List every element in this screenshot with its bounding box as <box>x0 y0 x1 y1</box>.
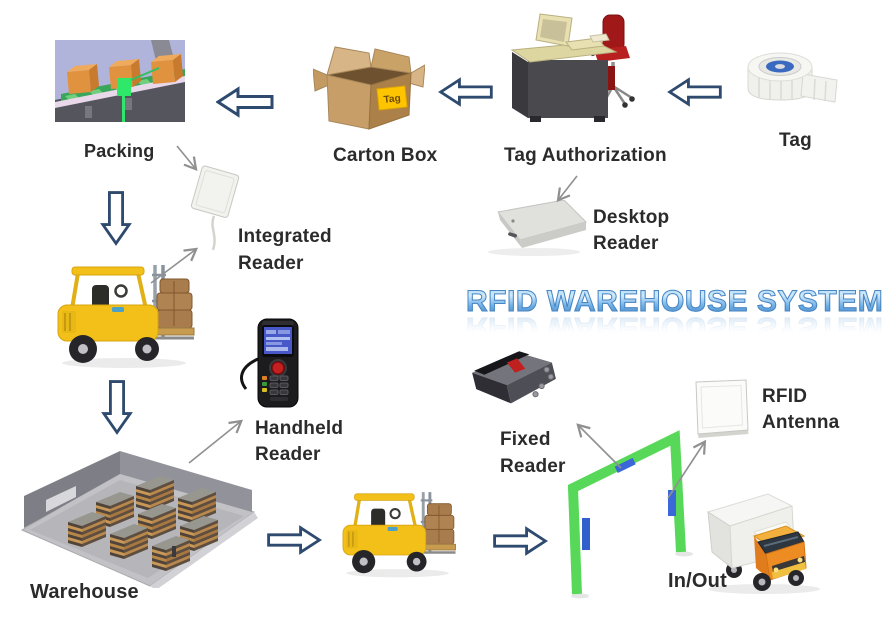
desktop-reader-label: Desktop Reader <box>593 207 670 254</box>
flow-arrow-auth-to-carton <box>438 77 493 107</box>
truck-illustration <box>706 493 820 594</box>
diagram-title-reflection: RFID WAREHOUSE SYSTEM <box>466 311 884 345</box>
tag-label: Tag <box>779 130 812 151</box>
forklift-outbound-illustration <box>338 482 458 580</box>
carton-box-illustration: Tag <box>313 46 425 130</box>
integrated-reader-label: Integrated Reader <box>238 226 332 274</box>
flow-arrow-warehouse-to-forklift <box>267 525 322 555</box>
rfid-antenna-label: RFID Antenna <box>762 386 840 433</box>
diagram-title-text: RFID WAREHOUSE SYSTEM <box>465 285 884 318</box>
fixed-reader-illustration <box>472 351 556 404</box>
diagram-title: RFID WAREHOUSE SYSTEM RFID WAREHOUSE SYS… <box>465 285 884 345</box>
tag-authorization-illustration <box>510 13 635 122</box>
flow-arrow-tag-to-auth <box>667 77 722 107</box>
carton-tag-label: Tag <box>383 93 401 106</box>
packing-label: Packing <box>84 141 155 161</box>
connector-auth-to-desktop-reader <box>556 175 578 203</box>
handheld-reader-label: Handheld Reader <box>255 418 344 465</box>
flow-arrow-carton-to-packing <box>216 86 274 118</box>
desktop-reader-illustration <box>488 200 587 256</box>
warehouse-label: Warehouse <box>30 581 139 603</box>
tag-roll-illustration <box>747 52 838 103</box>
flow-arrow-packing-to-forklift <box>100 191 132 246</box>
handheld-reader-illustration <box>240 318 299 408</box>
integrated-reader-illustration <box>190 165 240 251</box>
tag-authorization-label: Tag Authorization <box>504 145 667 166</box>
forklift-illustration <box>52 253 197 371</box>
packing-illustration <box>55 40 185 122</box>
rfid-antenna-illustration <box>695 379 749 438</box>
flow-arrow-forklift-to-warehouse <box>101 380 133 435</box>
warehouse-illustration <box>20 451 258 588</box>
fixed-reader-label: Fixed Reader <box>500 429 566 477</box>
flow-arrow-forklift-to-gate <box>493 526 549 556</box>
in-out-label: In/Out <box>668 570 727 592</box>
carton-box-label: Carton Box <box>333 145 438 166</box>
